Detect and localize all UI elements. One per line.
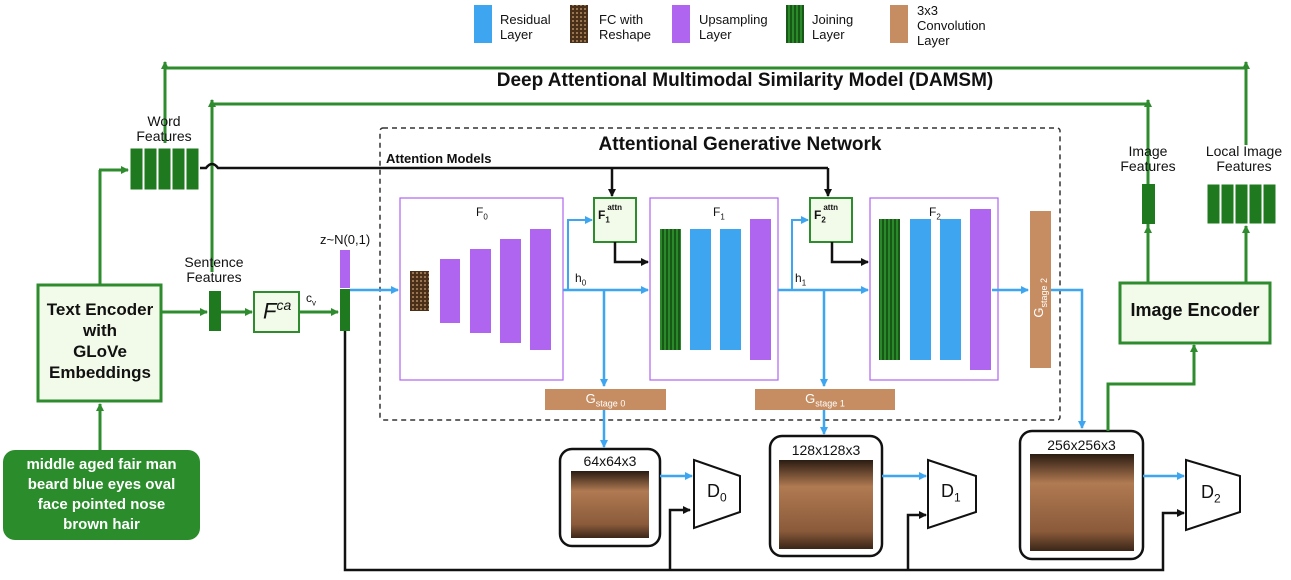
f2-joining-layer (879, 219, 900, 360)
word-to-attention-lines (200, 162, 832, 197)
gstage2-to-img256-arrow (1051, 288, 1086, 429)
h0-to-attn1-arrow (567, 216, 593, 290)
f0-upsample-3 (500, 239, 521, 343)
fca-label: Fca (263, 297, 292, 324)
z-noise-label: z~N(0,1) (320, 232, 371, 247)
local-image-features-vector (1206, 183, 1277, 225)
image-features-vector (1142, 184, 1155, 224)
sentence-features-vector (209, 291, 221, 331)
h1-to-attn2-arrow (791, 216, 809, 290)
d0-shape (693, 458, 741, 530)
h1-label: h1 (795, 271, 807, 288)
attn1-to-f1-arrow (613, 242, 649, 266)
g-stage0-box (545, 389, 666, 410)
img128-label: 128x128x3 (791, 442, 861, 458)
image-encoder-label: Image Encoder (1130, 300, 1260, 320)
f2-residual-1 (910, 219, 931, 360)
f1-attn-box (593, 197, 637, 243)
g-stage1-box (755, 389, 895, 410)
f2-attn-box (809, 197, 853, 243)
f1-residual-2 (720, 229, 741, 350)
cv-label: cv (306, 291, 316, 308)
f1-joining-layer (660, 229, 681, 350)
f2-label: F2 (929, 205, 941, 222)
legend-conv-swatch (890, 5, 908, 43)
attn2-to-f2-arrow (830, 242, 869, 266)
f0-label: F0 (476, 205, 488, 222)
input-text-bubble (3, 450, 200, 540)
f0-upsample-2 (470, 249, 491, 333)
f0-fc-layer (410, 271, 429, 311)
f0-upsample-4 (530, 229, 551, 350)
img256-label: 256x256x3 (1047, 437, 1116, 453)
f2-upsample (970, 209, 991, 370)
d0-label: D0 (707, 481, 727, 505)
image-encoder-box (1118, 281, 1272, 345)
g-stage1-label: Gstage 1 (805, 391, 845, 409)
legend-residual-swatch (474, 5, 492, 43)
agn-title: Attentional Generative Network (598, 134, 882, 155)
f2-residual-2 (940, 219, 961, 360)
img64-label: 64x64x3 (583, 453, 637, 469)
d2-label: D2 (1201, 482, 1221, 506)
legend (474, 5, 908, 43)
img256-to-image-encoder (1106, 344, 1198, 431)
f1-upsample (750, 219, 771, 360)
d1-shape (927, 458, 977, 530)
f1-label: F1 (713, 205, 725, 222)
d1-label: D1 (941, 481, 961, 505)
cv-vector (340, 289, 350, 331)
d2-shape (1185, 458, 1241, 532)
attention-models-label: Attention Models (386, 151, 492, 166)
g-stage2-box (1030, 211, 1051, 368)
legend-joining-swatch (786, 5, 804, 43)
word-features-vector (129, 147, 200, 191)
f0-upsample-1 (440, 259, 460, 323)
legend-upsampling-swatch (672, 5, 690, 43)
damsm-title: Deep Attentional Multimodal Similarity M… (496, 70, 994, 91)
z-noise-vector (340, 250, 350, 288)
text-encoder-box (36, 283, 163, 403)
img128-face (779, 460, 873, 549)
img64-face (571, 471, 649, 538)
condition-lines (343, 331, 1185, 572)
agn-box (379, 127, 1061, 421)
img256-face (1030, 454, 1134, 551)
g-stage2-label: Gstage 2 (1031, 277, 1049, 318)
f1-residual-1 (690, 229, 711, 350)
legend-fc-swatch (570, 5, 588, 43)
g-stage0-label: Gstage 0 (585, 391, 626, 409)
h0-label: h0 (575, 271, 587, 288)
